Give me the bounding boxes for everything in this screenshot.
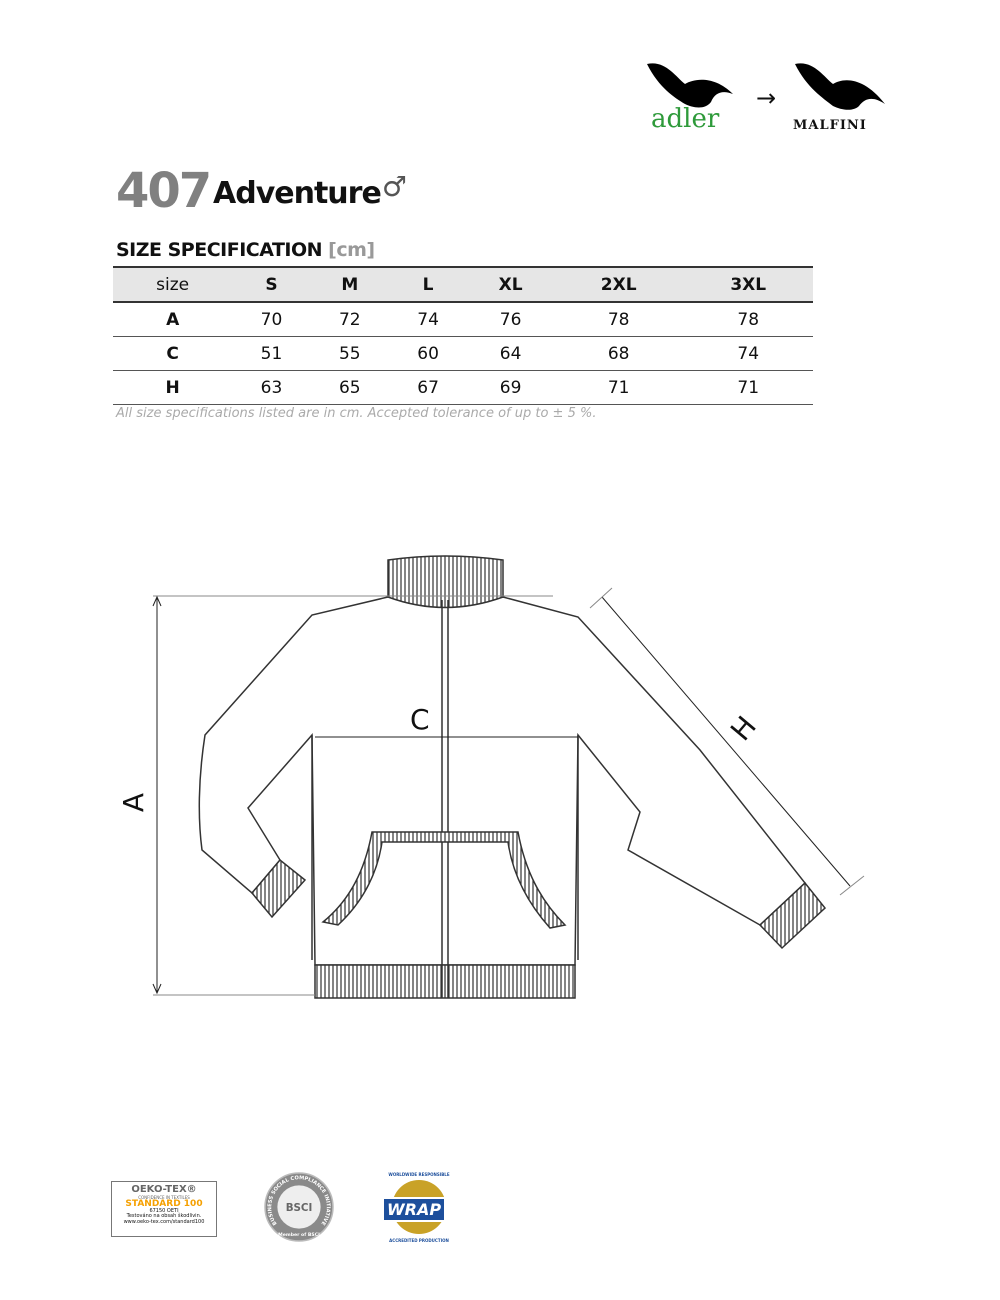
oeko-tex-badge: OEKO-TEX® CONFIDENCE IN TEXTILES STANDAR…	[111, 1181, 217, 1237]
product-name: Adventure	[213, 176, 382, 211]
label-a: A	[117, 792, 151, 813]
cell: 69	[499, 377, 522, 398]
spec-unit: [cm]	[328, 239, 375, 261]
cell: 74	[737, 343, 760, 364]
col-header: size	[156, 274, 190, 295]
bsci-badge: BUSINESS SOCIAL COMPLIANCE INITIATIVE BS…	[264, 1172, 334, 1242]
malfini-logo: MALFINI	[793, 58, 888, 133]
malfini-wordmark: MALFINI	[793, 118, 867, 133]
wrap-ring-top: WORLDWIDE RESPONSIBLE	[388, 1172, 450, 1177]
adler-logo: adler	[645, 58, 740, 134]
cell: 51	[260, 343, 283, 364]
cell: 78	[607, 309, 630, 330]
col-header: XL	[498, 274, 523, 295]
label-c: C	[410, 703, 430, 736]
table-row: A 70 72 74 76 78 78	[113, 302, 813, 337]
cell: C	[166, 343, 179, 364]
cell: A	[166, 309, 180, 330]
table-header: size S M L XL 2XL 3XL	[113, 267, 813, 302]
cell: 72	[338, 309, 361, 330]
wrap-name: WRAP	[382, 1197, 447, 1222]
cell: 78	[737, 309, 760, 330]
bsci-member: Member of BSCI	[278, 1232, 320, 1238]
cell: 71	[737, 377, 760, 398]
arrow-right-icon: →	[756, 84, 777, 112]
cell: 63	[260, 377, 283, 398]
col-header: M	[341, 274, 359, 295]
cell: 71	[607, 377, 630, 398]
male-icon: ♂	[382, 170, 408, 203]
oeko-line1: Testováno na obsah škodlivin.	[126, 1213, 202, 1220]
adler-wordmark: adler	[651, 104, 720, 134]
jacket-outline	[198, 555, 827, 999]
bird-icon	[795, 63, 885, 110]
col-header: 3XL	[730, 274, 767, 295]
oeko-code: 67150 OETI	[149, 1208, 179, 1215]
spec-title: SIZE SPECIFICATION	[116, 239, 323, 261]
wrap-badge: WORLDWIDE RESPONSIBLE WRAP ACCREDITED PR…	[380, 1172, 458, 1246]
spec-heading: SIZE SPECIFICATION [cm]	[116, 239, 375, 261]
cell: 65	[338, 377, 361, 398]
bird-icon	[647, 63, 733, 108]
size-table: size S M L XL 2XL 3XL A 70 72 74 76 78 78 C 51 5…	[113, 266, 813, 405]
bsci-name: BSCI	[286, 1202, 313, 1214]
table-row: H 63 65 67 69 71 71	[113, 371, 813, 405]
dimension-lines	[152, 587, 865, 996]
cell: 68	[607, 343, 630, 364]
cell: 70	[260, 309, 283, 330]
col-header: S	[265, 274, 278, 295]
dimension-h	[601, 596, 851, 887]
cell: 55	[338, 343, 361, 364]
cell: 60	[417, 343, 439, 364]
col-header: 2XL	[600, 274, 637, 295]
oeko-line2: www.oeko-tex.com/standard100	[123, 1218, 205, 1225]
cell: 76	[499, 309, 522, 330]
oeko-title: OEKO-TEX®	[131, 1184, 197, 1195]
cell: 67	[417, 377, 439, 398]
product-number: 407	[116, 163, 212, 219]
cell: 64	[499, 343, 522, 364]
cell: 74	[417, 309, 439, 330]
oeko-standard: STANDARD 100	[125, 1198, 203, 1209]
table-row: C 51 55 60 64 68 74	[113, 337, 813, 371]
wrap-ring-bottom: ACCREDITED PRODUCTION	[389, 1238, 449, 1243]
tolerance-note: All size specifications listed are in cm…	[116, 406, 597, 421]
cell: H	[165, 377, 180, 398]
col-header: L	[422, 274, 434, 295]
oeko-sub: CONFIDENCE IN TEXTILES	[138, 1194, 190, 1200]
